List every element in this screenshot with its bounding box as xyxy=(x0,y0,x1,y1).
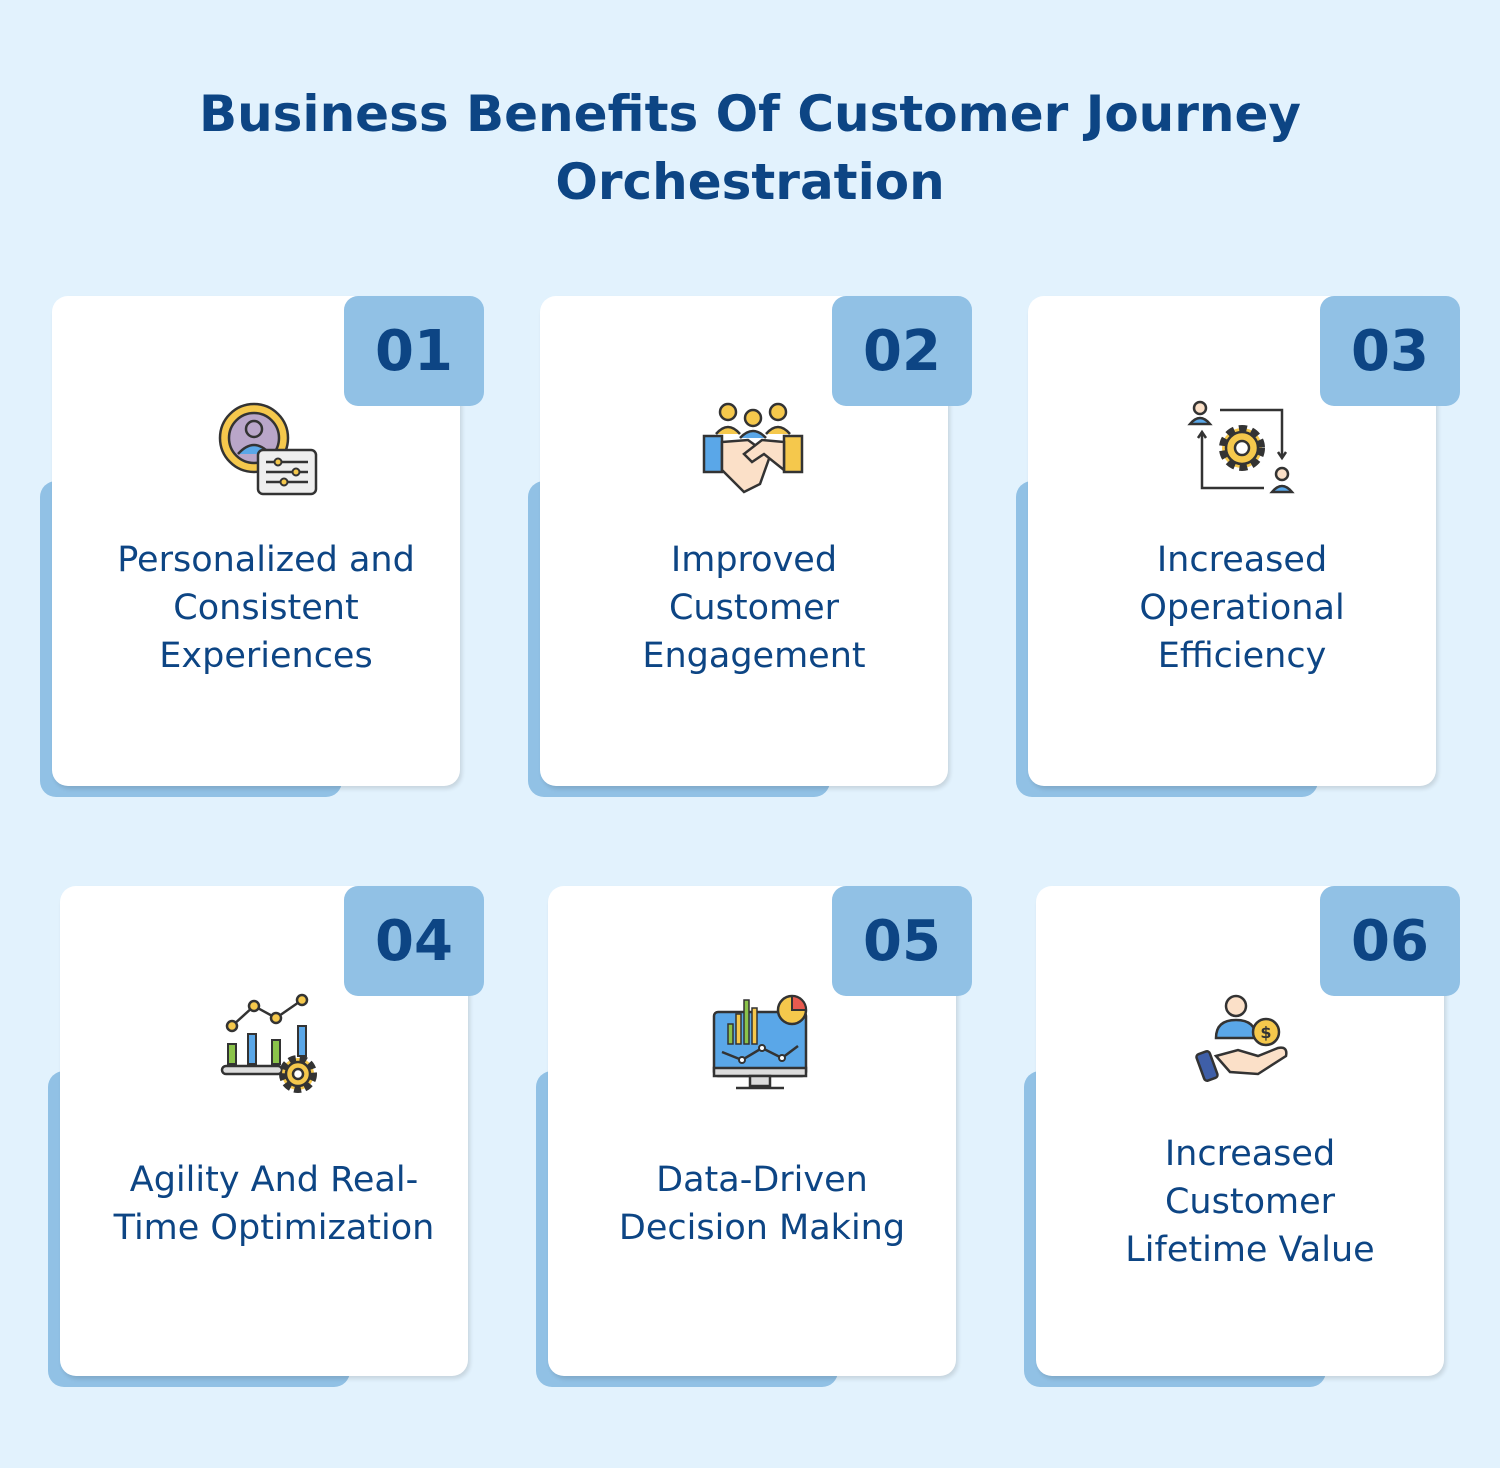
card-title: Improved Customer Engagement xyxy=(642,540,866,676)
svg-text:$: $ xyxy=(1260,1023,1271,1042)
benefit-card-02: Improved Customer Engagement 02 xyxy=(528,296,973,801)
card-title: Increased Customer Lifetime Value xyxy=(1125,1134,1375,1270)
card-title: Agility And Real- Time Optimization xyxy=(113,1160,435,1248)
page-title-line-2: Orchestration xyxy=(555,153,945,211)
card-number-badge: 02 xyxy=(832,296,972,406)
card-title: Data-Driven Decision Making xyxy=(618,1160,906,1248)
card-number-badge: 05 xyxy=(832,886,972,996)
card-number-badge: 06 xyxy=(1320,886,1460,996)
gear-workflow-icon xyxy=(1187,400,1295,494)
card-number-badge: 03 xyxy=(1320,296,1460,406)
benefit-card-01: Personalized and Consistent Experiences … xyxy=(40,296,485,801)
page-title-line-1: Business Benefits Of Customer Journey xyxy=(198,85,1302,143)
growth-gear-icon xyxy=(220,993,317,1093)
analytics-monitor-icon xyxy=(712,994,808,1090)
card-number-badge: 01 xyxy=(344,296,484,406)
user-settings-icon xyxy=(218,402,318,496)
card-body: Data-Driven Decision Making xyxy=(548,886,956,1376)
benefit-card-05: Data-Driven Decision Making 05 xyxy=(536,886,981,1391)
benefit-card-04: Agility And Real- Time Optimization 04 xyxy=(48,886,493,1391)
hand-customer-dollar-icon: $ xyxy=(1195,994,1288,1082)
card-title: Personalized and Consistent Experiences xyxy=(117,540,415,676)
handshake-team-icon xyxy=(702,402,804,494)
benefit-card-06: $ Increased Customer Lifetime Value 06 xyxy=(1024,886,1469,1391)
card-title: Increased Operational Efficiency xyxy=(1139,540,1345,676)
page-title: Business Benefits Of Customer Journey Or… xyxy=(0,80,1500,216)
card-number-badge: 04 xyxy=(344,886,484,996)
benefit-card-03: Increased Operational Efficiency 03 xyxy=(1016,296,1461,801)
